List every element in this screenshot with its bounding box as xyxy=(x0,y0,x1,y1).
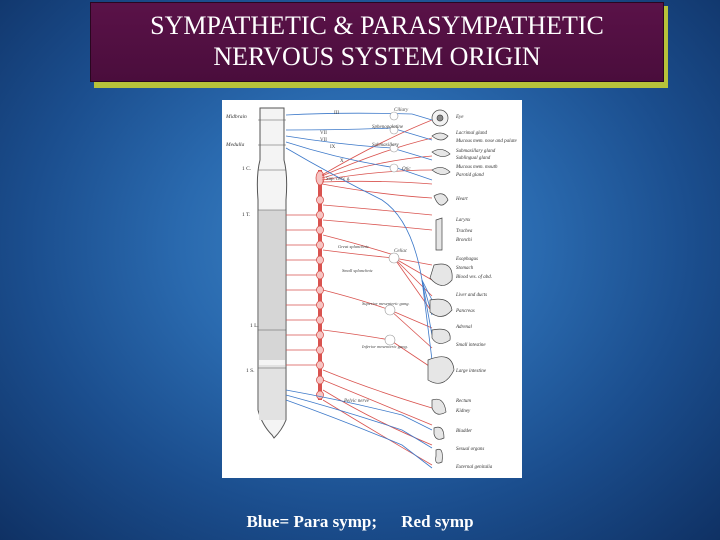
pelvic-nerve-label: Pelvic nerve xyxy=(343,399,370,404)
organ-blood-ves: Blood ves. of abd. xyxy=(456,275,492,280)
organ-submaxillary: Submaxillary gland xyxy=(456,149,496,154)
organ-larynx: Larynx xyxy=(455,218,471,223)
organ-pancreas: Pancreas xyxy=(455,309,475,314)
cranial-nerve-7a: VII xyxy=(320,131,327,136)
ganglion-sup-cerv: Sup. cerv. g. xyxy=(326,177,350,182)
title-line-2: NERVOUS SYSTEM ORIGIN xyxy=(213,42,541,71)
organ-trachea: Trachea xyxy=(456,229,473,234)
spine-label-1s: 1 S. xyxy=(246,368,255,374)
ganglion-ciliary: Ciliary xyxy=(394,108,409,113)
organ-bronchi: Bronchi xyxy=(456,238,473,243)
organ-kidney: Kidney xyxy=(455,409,471,414)
cranial-nerve-10: X xyxy=(340,159,344,164)
spine-label-medulla: Medulla xyxy=(225,142,245,148)
spine-label-1l: 1 L. xyxy=(250,323,259,329)
slide-title: SYMPATHETIC & PARASYMPATHETIC NERVOUS SY… xyxy=(90,2,664,82)
spinal-column xyxy=(256,107,288,439)
spine-label-midbrain: Midbrain xyxy=(225,114,247,120)
diagram-svg: Midbrain Medulla 1 C. 1 T. 1 L. 1 S. xyxy=(225,107,517,470)
organ-sexual: Sexual organs xyxy=(456,447,484,452)
spine-label-1c: 1 C. xyxy=(242,166,252,172)
organ-stomach: Stomach xyxy=(456,266,474,271)
cranial-nerve-7b: VII xyxy=(320,138,327,143)
organ-small-intestine: Small intestine xyxy=(456,343,486,348)
ganglion-otic: Otic xyxy=(402,167,411,172)
organ-adrenal: Adrenal xyxy=(455,325,473,330)
ganglia xyxy=(384,111,400,346)
caption-parasympathetic: Blue= Para symp; xyxy=(246,512,378,531)
caption-sympathetic: Red symp xyxy=(401,512,474,531)
small-splanchnic-label: Small splanchnic xyxy=(342,268,373,273)
title-line-1: SYMPATHETIC & PARASYMPATHETIC xyxy=(150,11,604,40)
organ-liver: Liver and ducts xyxy=(455,293,487,298)
organ-mucous-nose: Mucous mem. nose and palate xyxy=(455,139,517,144)
organ-illustrations xyxy=(427,109,455,464)
sympathetic-fibers xyxy=(321,119,433,466)
ganglion-celiac: Celiac xyxy=(394,249,408,254)
organ-sublingual: Sublingual gland xyxy=(456,156,491,161)
nervous-system-diagram: Midbrain Medulla 1 C. 1 T. 1 L. 1 S. xyxy=(222,100,522,478)
organ-mucous-mouth: Mucous mem. mouth xyxy=(455,165,498,170)
organ-parotid: Parotid gland xyxy=(455,173,484,178)
ganglion-submaxillary: Submaxillary xyxy=(372,143,399,148)
parasympathetic-fibers xyxy=(285,112,433,469)
organ-external-genitalia: External genitalia xyxy=(455,465,493,470)
organ-esophagus: Esophagus xyxy=(455,257,478,262)
caption: Blue= Para symp; Red symp xyxy=(0,512,720,532)
cranial-nerve-3: III xyxy=(334,111,339,116)
spine-label-1t: 1 T. xyxy=(242,212,251,218)
organ-eye: Eye xyxy=(455,115,464,120)
organ-large-intestine: Large intestine xyxy=(455,369,487,374)
organ-lacrimal: Lacrimal gland xyxy=(455,131,487,136)
organ-rectum: Rectum xyxy=(455,399,471,404)
organ-bladder: Bladder xyxy=(456,429,472,434)
ganglion-sphenopalatine: Sphenopalatine xyxy=(372,125,404,130)
cranial-nerve-9: IX xyxy=(330,145,336,150)
ganglion-sup-mesenteric: Superior mesenteric gang. xyxy=(362,301,410,306)
ganglion-inf-mesenteric: Inferior mesenteric gang. xyxy=(361,344,408,349)
sympathetic-chain xyxy=(286,170,325,400)
organ-heart: Heart xyxy=(455,197,468,202)
great-splanchnic-label: Great splanchnic xyxy=(338,244,369,249)
